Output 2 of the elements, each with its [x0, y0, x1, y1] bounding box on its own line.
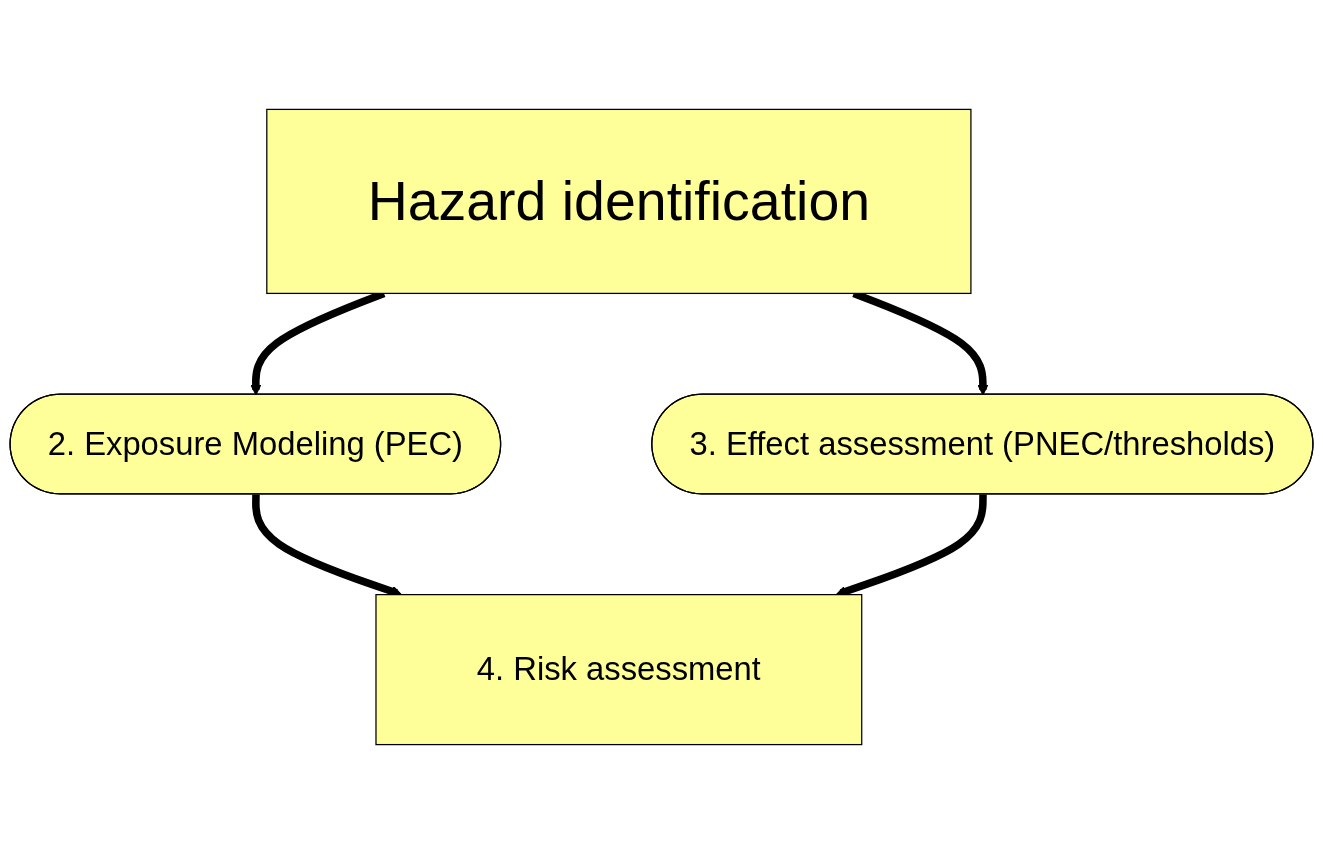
- node-box: 4. Risk assessment: [375, 594, 863, 746]
- node-box: Hazard identification: [266, 108, 972, 295]
